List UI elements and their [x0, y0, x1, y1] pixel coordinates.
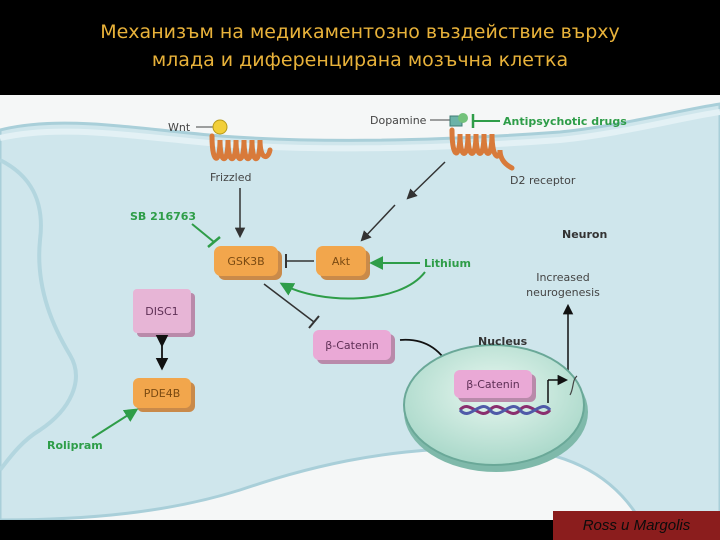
title-line-2: млада и диференцирана мозъчна клетка — [151, 49, 569, 71]
gsk3b-inhibits-catenin-line — [263, 283, 315, 323]
d2-receptor-label: D2 receptor — [510, 174, 576, 187]
rolipram-to-pde4b-arrow — [91, 408, 139, 439]
dopamine-label: Dopamine — [370, 114, 427, 127]
lithium-label: Lithium — [424, 257, 471, 270]
beta-catenin-label: β-Catenin — [325, 339, 379, 352]
title-line-1: Механизъм на медикаментозно въздействие … — [100, 21, 620, 43]
disc1-node — [133, 289, 191, 333]
frizzled-label: Frizzled — [210, 171, 251, 184]
neuron-cell-body — [0, 102, 720, 520]
akt-node — [316, 246, 366, 276]
beta-catenin-node — [313, 330, 391, 360]
gsk3b-node — [214, 246, 278, 276]
antipsychotic-binding-icon — [458, 113, 468, 123]
slide-title: Механизъм на медикаментозно въздействие … — [0, 18, 720, 74]
nucleus — [403, 344, 585, 466]
rolipram-label: Rolipram — [47, 439, 103, 452]
disc1-label: DISC1 — [145, 305, 178, 318]
akt-label: Akt — [332, 255, 351, 268]
cell-membrane-inner — [0, 109, 720, 152]
antipsychotic-label: Antipsychotic drugs — [503, 115, 627, 128]
cell-left-fold — [0, 158, 78, 472]
sb216763-inhibition-bar — [207, 236, 221, 248]
pde4b-node — [133, 378, 191, 408]
mrna-icon — [569, 375, 578, 396]
lithium-to-gsk3b-curve — [279, 271, 426, 300]
neurogenesis-label: neurogenesis — [526, 286, 600, 299]
nuclear-beta-catenin-node — [454, 370, 532, 398]
neuron-label: Neuron — [562, 228, 607, 241]
akt-input-arrow — [360, 204, 396, 242]
d2-receptor-icon — [449, 127, 515, 171]
gsk3b-inhibits-catenin-bar — [308, 315, 320, 329]
sb216763-label: SB 216763 — [130, 210, 196, 223]
dna-helix-strand-2 — [458, 405, 552, 415]
nuclear-beta-catenin-label: β-Catenin — [466, 378, 520, 391]
credit-badge: Ross и Margolis — [553, 511, 720, 540]
neuron-signaling-diagram: Wnt Frizzled Dopamine Antipsychotic drug… — [0, 95, 720, 520]
wnt-label: Wnt — [168, 121, 191, 134]
increased-label: Increased — [536, 271, 590, 284]
sb216763-inhibition-line — [191, 223, 215, 243]
pde4b-label: PDE4B — [144, 387, 181, 400]
wnt-ligand-icon — [212, 119, 228, 135]
frizzled-receptor-icon — [209, 133, 273, 162]
d2-to-akt-arrow — [406, 161, 446, 200]
nucleus-label: Nucleus — [478, 335, 528, 348]
gsk3b-label: GSK3B — [227, 255, 264, 268]
